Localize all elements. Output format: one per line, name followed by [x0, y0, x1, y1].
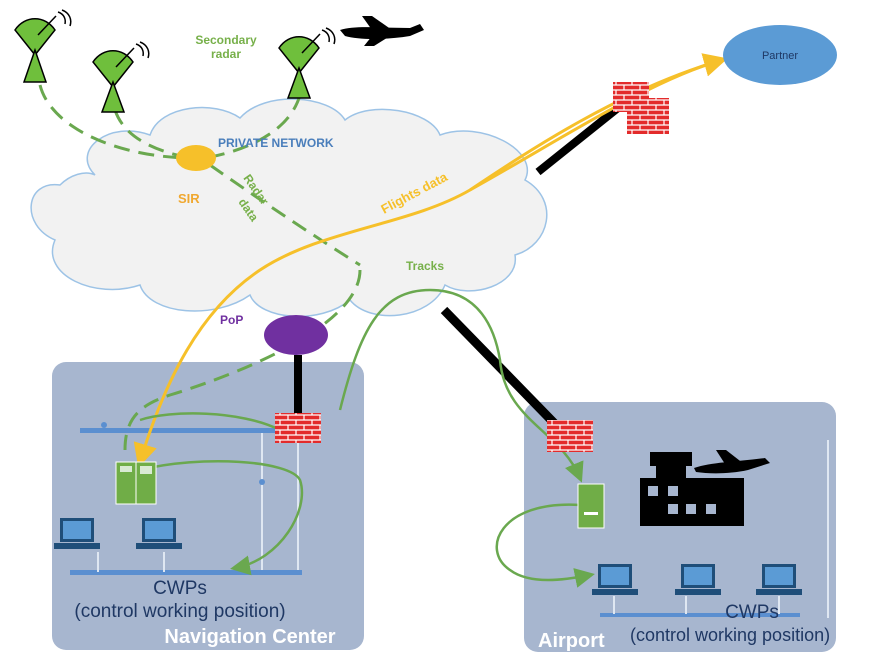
satellite-dish-icon	[278, 27, 336, 99]
flights-data-link	[133, 58, 723, 468]
private-network-label: PRIVATE NETWORK	[218, 136, 334, 150]
secondary-radar-label: radar	[211, 47, 241, 61]
sir-label: SIR	[178, 191, 200, 206]
partner-node	[723, 25, 837, 85]
nav-lan	[70, 422, 302, 575]
brick-firewall-icon	[547, 420, 593, 452]
sir-node	[176, 145, 216, 171]
laptop-icon	[136, 518, 182, 549]
laptop-icon	[756, 564, 802, 595]
brick-firewall-icon	[275, 413, 321, 443]
pop-label: PoP	[220, 313, 243, 327]
laptop-icon	[675, 564, 721, 595]
airport-cwps-label: CWPs	[725, 602, 779, 623]
partner-label: Partner	[762, 50, 798, 62]
nav-cwps-description: (control working position)	[74, 601, 285, 622]
secondary-radar-label: Secondary	[195, 33, 257, 47]
navigation-center-title: Navigation Center	[164, 626, 335, 648]
laptop-icon	[54, 518, 100, 549]
satellite-dish-icon	[92, 41, 150, 113]
partner-link	[535, 104, 621, 176]
laptop-icon	[592, 564, 638, 595]
airplane-icon	[340, 16, 424, 46]
pop-node	[264, 315, 328, 355]
satellite-dish-icon	[14, 9, 72, 83]
airport-title: Airport	[538, 630, 605, 652]
nav-cwps-label: CWPs	[153, 578, 207, 599]
control-tower-airport-icon	[640, 450, 770, 526]
server-icon	[577, 483, 605, 529]
private-network-cloud	[30, 98, 548, 318]
tracks-label: Tracks	[406, 259, 444, 273]
tracks-links	[139, 288, 595, 588]
server-icon	[115, 461, 157, 505]
brick-firewall-icon	[613, 82, 669, 134]
airport-cwps-description: (control working position)	[630, 625, 830, 645]
airport-lan	[600, 440, 829, 618]
